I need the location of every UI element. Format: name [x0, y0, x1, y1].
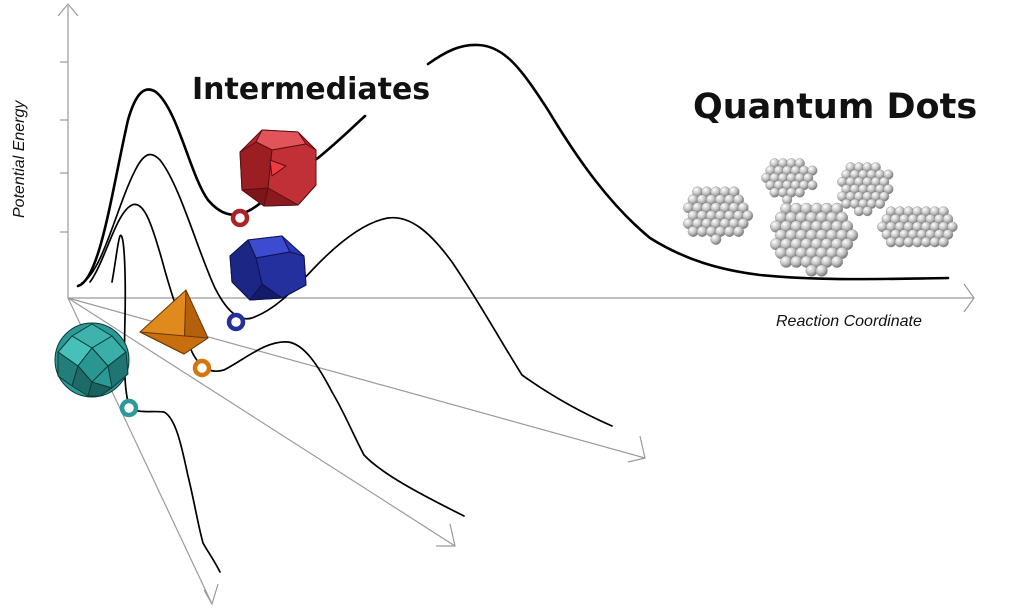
depth-axis-2 — [67, 297, 456, 547]
axes — [57, 3, 975, 606]
y-axis-ticks — [60, 61, 68, 233]
nanoparticle-atom — [710, 233, 722, 245]
marker-orange-ring — [192, 358, 212, 378]
nanoparticle-cluster — [683, 186, 754, 245]
nanoparticle-atom — [862, 206, 873, 217]
x-axis-label: Reaction Coordinate — [776, 313, 922, 330]
nanoparticle-cluster — [770, 202, 859, 277]
intermediates-label: Intermediates — [192, 72, 430, 107]
quantum-dots-label: Quantum Dots — [693, 87, 977, 127]
nanoparticle-atom — [831, 255, 844, 268]
nanoparticle-atom — [780, 255, 793, 268]
depth-axis-2-arrow — [436, 523, 456, 547]
nanoparticle-atom — [687, 226, 699, 237]
nanoparticle-atom — [696, 226, 708, 237]
nanoparticle-cluster — [761, 158, 818, 205]
nanoparticle-atom — [769, 187, 780, 198]
y-axis-arrow — [57, 3, 79, 17]
nanoparticle-atom — [920, 236, 932, 248]
nanoparticle-atom — [885, 236, 897, 248]
nanoparticle-cluster — [837, 162, 894, 217]
energy-curve-quantum-dots-continued — [426, 43, 950, 281]
x-axis-arrow — [963, 283, 975, 313]
marker-blue-ring — [226, 312, 246, 332]
nanoparticle-atom — [841, 198, 852, 209]
truncated-octahedron-icon — [239, 129, 317, 207]
marker-teal-ring — [119, 398, 139, 418]
energy-curve-quantum-dots — [76, 88, 367, 288]
state-markers — [119, 208, 250, 418]
depth-axis-3-arrow — [203, 583, 219, 606]
nanoparticle-atom — [807, 180, 818, 191]
nanoparticle-atom — [903, 236, 914, 248]
icosahedron-icon — [54, 322, 130, 398]
nanoparticle-atom — [938, 236, 949, 248]
nanoparticle-atom — [805, 264, 818, 277]
tetrahedron-icon — [139, 289, 209, 355]
rhombic-cluster-icon — [229, 235, 307, 301]
nanoparticle-atom — [724, 226, 735, 237]
nanoparticle-atom — [875, 198, 886, 209]
nanoparticle-cluster — [877, 206, 958, 248]
nanoparticle-atom — [854, 206, 865, 217]
nanoparticle-atom — [815, 264, 828, 277]
nanoparticle-cluster-icon — [683, 158, 958, 277]
energy-curve-blue — [81, 153, 613, 427]
energy-curve-orange — [89, 203, 465, 517]
nanoparticle-atom — [790, 255, 803, 268]
marker-red-ring — [230, 208, 250, 228]
y-axis-label: Potential Energy — [11, 100, 28, 218]
nanoparticle-atom — [733, 226, 744, 237]
depth-axis-1-arrow — [627, 435, 646, 463]
nanoparticle-atom — [794, 187, 805, 198]
